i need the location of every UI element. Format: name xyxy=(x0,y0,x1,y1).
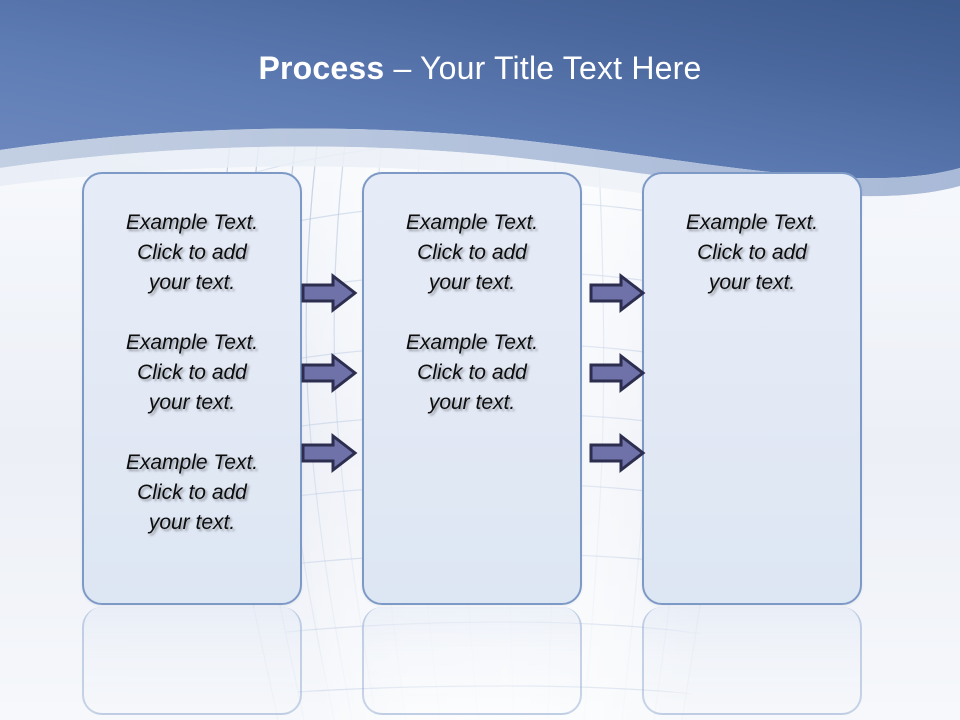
title-bold-part: Process xyxy=(258,50,385,86)
text-block[interactable]: Example Text. Click to add your text. xyxy=(125,451,259,534)
process-box-left-reflection xyxy=(82,607,302,715)
process-box-right-content: Example Text. Click to add your text. xyxy=(644,174,860,298)
process-box-middle-reflection xyxy=(362,607,582,715)
right-block-arrow-icon[interactable] xyxy=(588,432,646,474)
text-block[interactable]: Example Text. Click to add your text. xyxy=(685,211,819,294)
process-box-right[interactable]: Example Text. Click to add your text. xyxy=(642,172,862,605)
process-box-right-reflection xyxy=(642,607,862,715)
slide-title: Process – Your Title Text Here xyxy=(0,50,960,87)
process-box-left[interactable]: Example Text. Click to add your text. Ex… xyxy=(82,172,302,605)
process-box-middle-content: Example Text. Click to add your text. Ex… xyxy=(364,174,580,418)
right-block-arrow-icon[interactable] xyxy=(300,432,358,474)
title-light-part: – Your Title Text Here xyxy=(384,50,702,86)
right-block-arrow-icon[interactable] xyxy=(300,272,358,314)
text-block[interactable]: Example Text. Click to add your text. xyxy=(125,211,259,294)
text-block[interactable]: Example Text. Click to add your text. xyxy=(125,331,259,414)
text-block[interactable]: Example Text. Click to add your text. xyxy=(405,211,539,294)
text-block[interactable]: Example Text. Click to add your text. xyxy=(405,331,539,414)
right-block-arrow-icon[interactable] xyxy=(588,352,646,394)
process-box-middle[interactable]: Example Text. Click to add your text. Ex… xyxy=(362,172,582,605)
right-block-arrow-icon[interactable] xyxy=(300,352,358,394)
right-block-arrow-icon[interactable] xyxy=(588,272,646,314)
process-box-left-content: Example Text. Click to add your text. Ex… xyxy=(84,174,300,538)
